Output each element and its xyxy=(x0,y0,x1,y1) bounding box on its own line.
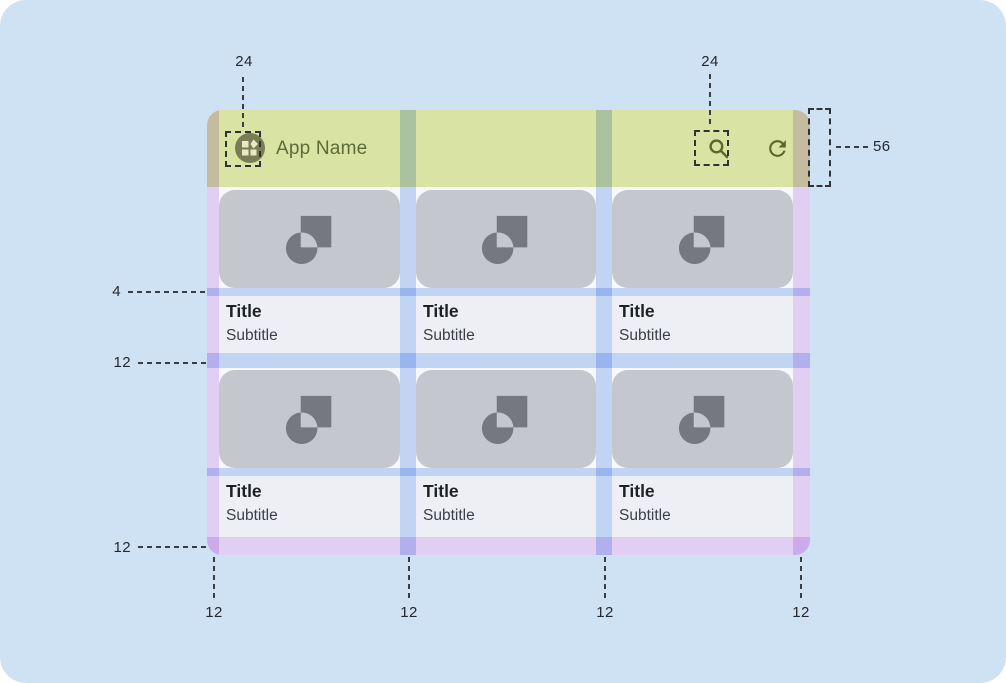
card-subtitle: Subtitle xyxy=(619,507,671,524)
spacing-band-image-text-row1 xyxy=(207,288,810,296)
measure-line xyxy=(242,77,244,128)
measure-line xyxy=(800,557,802,601)
measure-line xyxy=(836,146,868,148)
measurement-label-gutter-2: 12 xyxy=(596,604,614,621)
card-text-block: Title Subtitle xyxy=(416,476,596,537)
spacing-band-image-text-row2 xyxy=(207,468,810,476)
measurement-label-bottom-margin: 12 xyxy=(113,539,131,556)
card-media xyxy=(416,190,596,288)
card-text-block: Title Subtitle xyxy=(612,476,793,537)
measurement-label-margin-left: 12 xyxy=(205,604,223,621)
spacing-band-row-gap xyxy=(207,353,810,368)
card-text-block: Title Subtitle xyxy=(416,296,596,353)
card-subtitle: Subtitle xyxy=(619,327,671,344)
card-media xyxy=(219,370,400,468)
card-media xyxy=(416,370,596,468)
card-title: Title xyxy=(226,481,262,501)
measurement-label-image-text-gap: 4 xyxy=(112,283,121,300)
app-layout-mockup: App Name Title xyxy=(207,110,810,555)
measurement-label-margin-right: 12 xyxy=(792,604,810,621)
search-icon xyxy=(706,136,731,161)
card-media xyxy=(612,370,793,468)
measurement-label-appbar-height: 56 xyxy=(873,138,891,155)
card-subtitle: Subtitle xyxy=(423,327,475,344)
card-title: Title xyxy=(226,301,262,321)
spacing-band-bottom-margin xyxy=(207,537,810,555)
card-title: Title xyxy=(423,481,459,501)
measurement-label-leading-icon: 24 xyxy=(235,53,253,70)
measure-line xyxy=(138,546,207,548)
measure-line xyxy=(408,557,410,601)
measurement-label-row-gap: 12 xyxy=(113,354,131,371)
measurement-label-trailing-icon: 24 xyxy=(701,53,719,70)
measure-line xyxy=(213,557,215,601)
measurement-label-gutter-1: 12 xyxy=(400,604,418,621)
measure-line xyxy=(604,557,606,601)
card-media xyxy=(612,190,793,288)
measure-line xyxy=(709,74,711,127)
card-subtitle: Subtitle xyxy=(226,507,278,524)
measure-line xyxy=(128,291,207,293)
card-title: Title xyxy=(619,481,655,501)
measure-box-search-icon xyxy=(694,130,729,166)
measure-line xyxy=(138,362,207,364)
card-text-block: Title Subtitle xyxy=(219,296,400,353)
card-title: Title xyxy=(423,301,459,321)
card-media xyxy=(219,190,400,288)
card-text-block: Title Subtitle xyxy=(219,476,400,537)
app-title: App Name xyxy=(276,137,368,159)
refresh-icon xyxy=(765,136,790,161)
measure-box-appbar-height xyxy=(808,108,831,187)
card-title: Title xyxy=(619,301,655,321)
card-text-block: Title Subtitle xyxy=(612,296,793,353)
measure-box-leading-icon xyxy=(225,131,261,167)
card-subtitle: Subtitle xyxy=(423,507,475,524)
app-grid-logo-icon xyxy=(235,133,265,163)
card-subtitle: Subtitle xyxy=(226,327,278,344)
